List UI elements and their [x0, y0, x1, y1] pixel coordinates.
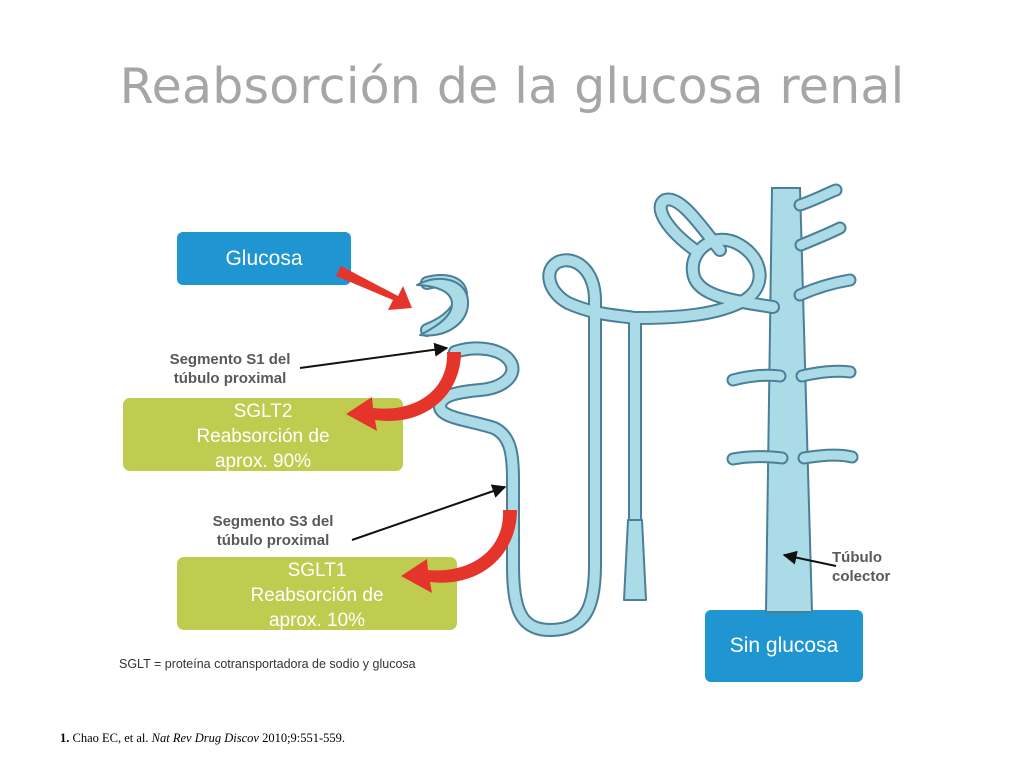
sglt1-text: SGLT1 Reabsorción de aprox. 10%	[177, 558, 457, 633]
sglt-definition-note: SGLT = proteína cotransportadora de sodi…	[119, 657, 416, 671]
sglt1-desc-line2: aprox. 10%	[268, 610, 366, 631]
tubulo-line1: Túbulo	[832, 549, 882, 566]
glucosa-label: Glucosa	[225, 246, 303, 270]
citation-number: 1.	[60, 731, 70, 745]
tubulo-colector-label: Túbulo colector	[832, 548, 912, 586]
citation-details: 2010;9:551-559.	[258, 731, 346, 745]
segment-s3-line2: túbulo proximal	[216, 532, 330, 549]
segment-s3-label: Segmento S3 del túbulo proximal	[193, 512, 353, 550]
segment-s3-line1: Segmento S3 del	[212, 513, 334, 530]
s1-reabsorption-arrow	[346, 352, 461, 431]
segment-s1-line1: Segmento S1 del	[169, 351, 291, 368]
sglt2-desc-line1: Reabsorción de	[196, 426, 330, 447]
sglt2-name: SGLT2	[233, 401, 293, 422]
s3-reabsorption-arrow	[401, 510, 517, 593]
sglt1-name: SGLT1	[287, 560, 347, 581]
glucosa-box	[177, 232, 351, 285]
sglt2-text: SGLT2 Reabsorción de aprox. 90%	[123, 399, 403, 474]
sin-glucosa-box	[705, 610, 863, 682]
citation-journal: Nat Rev Drug Discov	[151, 731, 259, 745]
glucose-entry-arrow	[336, 266, 412, 310]
sglt2-desc-line2: aprox. 90%	[214, 451, 312, 472]
tubulo-line2: colector	[832, 568, 891, 585]
red-arrows	[336, 266, 517, 593]
collecting-duct-branches	[726, 183, 859, 466]
sglt2-box	[123, 398, 403, 471]
segment-s1-label: Segmento S1 del túbulo proximal	[150, 350, 310, 388]
citation-authors: Chao EC, et al.	[69, 731, 152, 745]
collecting-duct	[764, 187, 814, 613]
nephron-tubule	[416, 192, 780, 637]
sglt1-box	[177, 557, 457, 630]
sin-glucosa-label: Sin glucosa	[729, 634, 839, 657]
slide-title: Reabsorción de la glucosa renal	[119, 58, 905, 115]
citation: 1. Chao EC, et al. Nat Rev Drug Discov 2…	[60, 731, 345, 746]
segment-s1-line2: túbulo proximal	[173, 370, 287, 387]
pointer-arrows	[299, 342, 837, 567]
sglt1-desc-line1: Reabsorción de	[250, 585, 384, 606]
